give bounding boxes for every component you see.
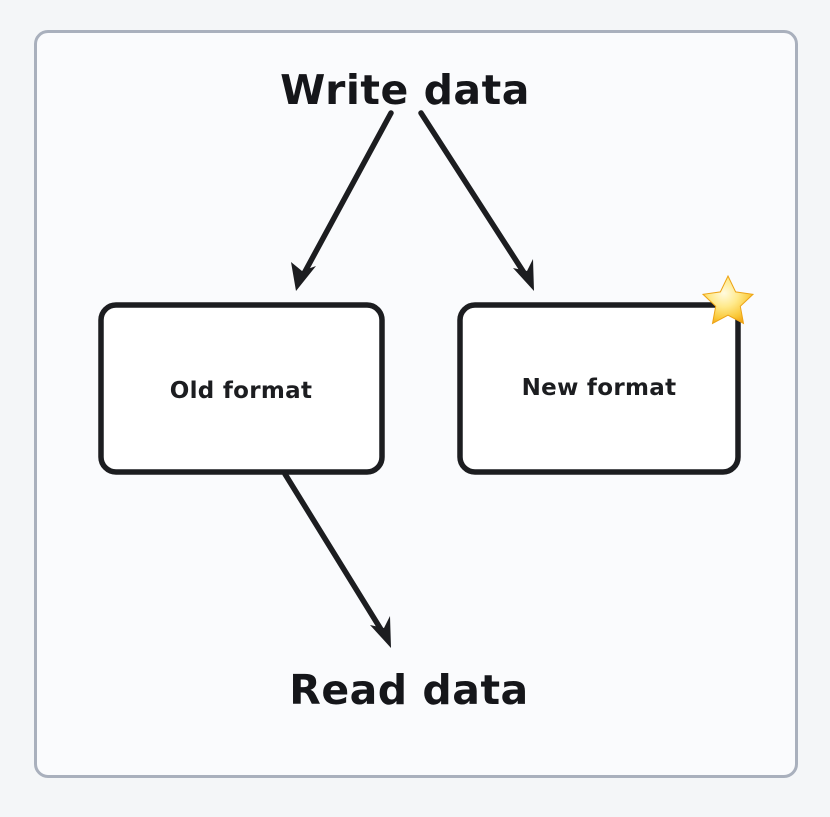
diagram-frame bbox=[34, 30, 798, 778]
star-icon bbox=[701, 274, 755, 325]
